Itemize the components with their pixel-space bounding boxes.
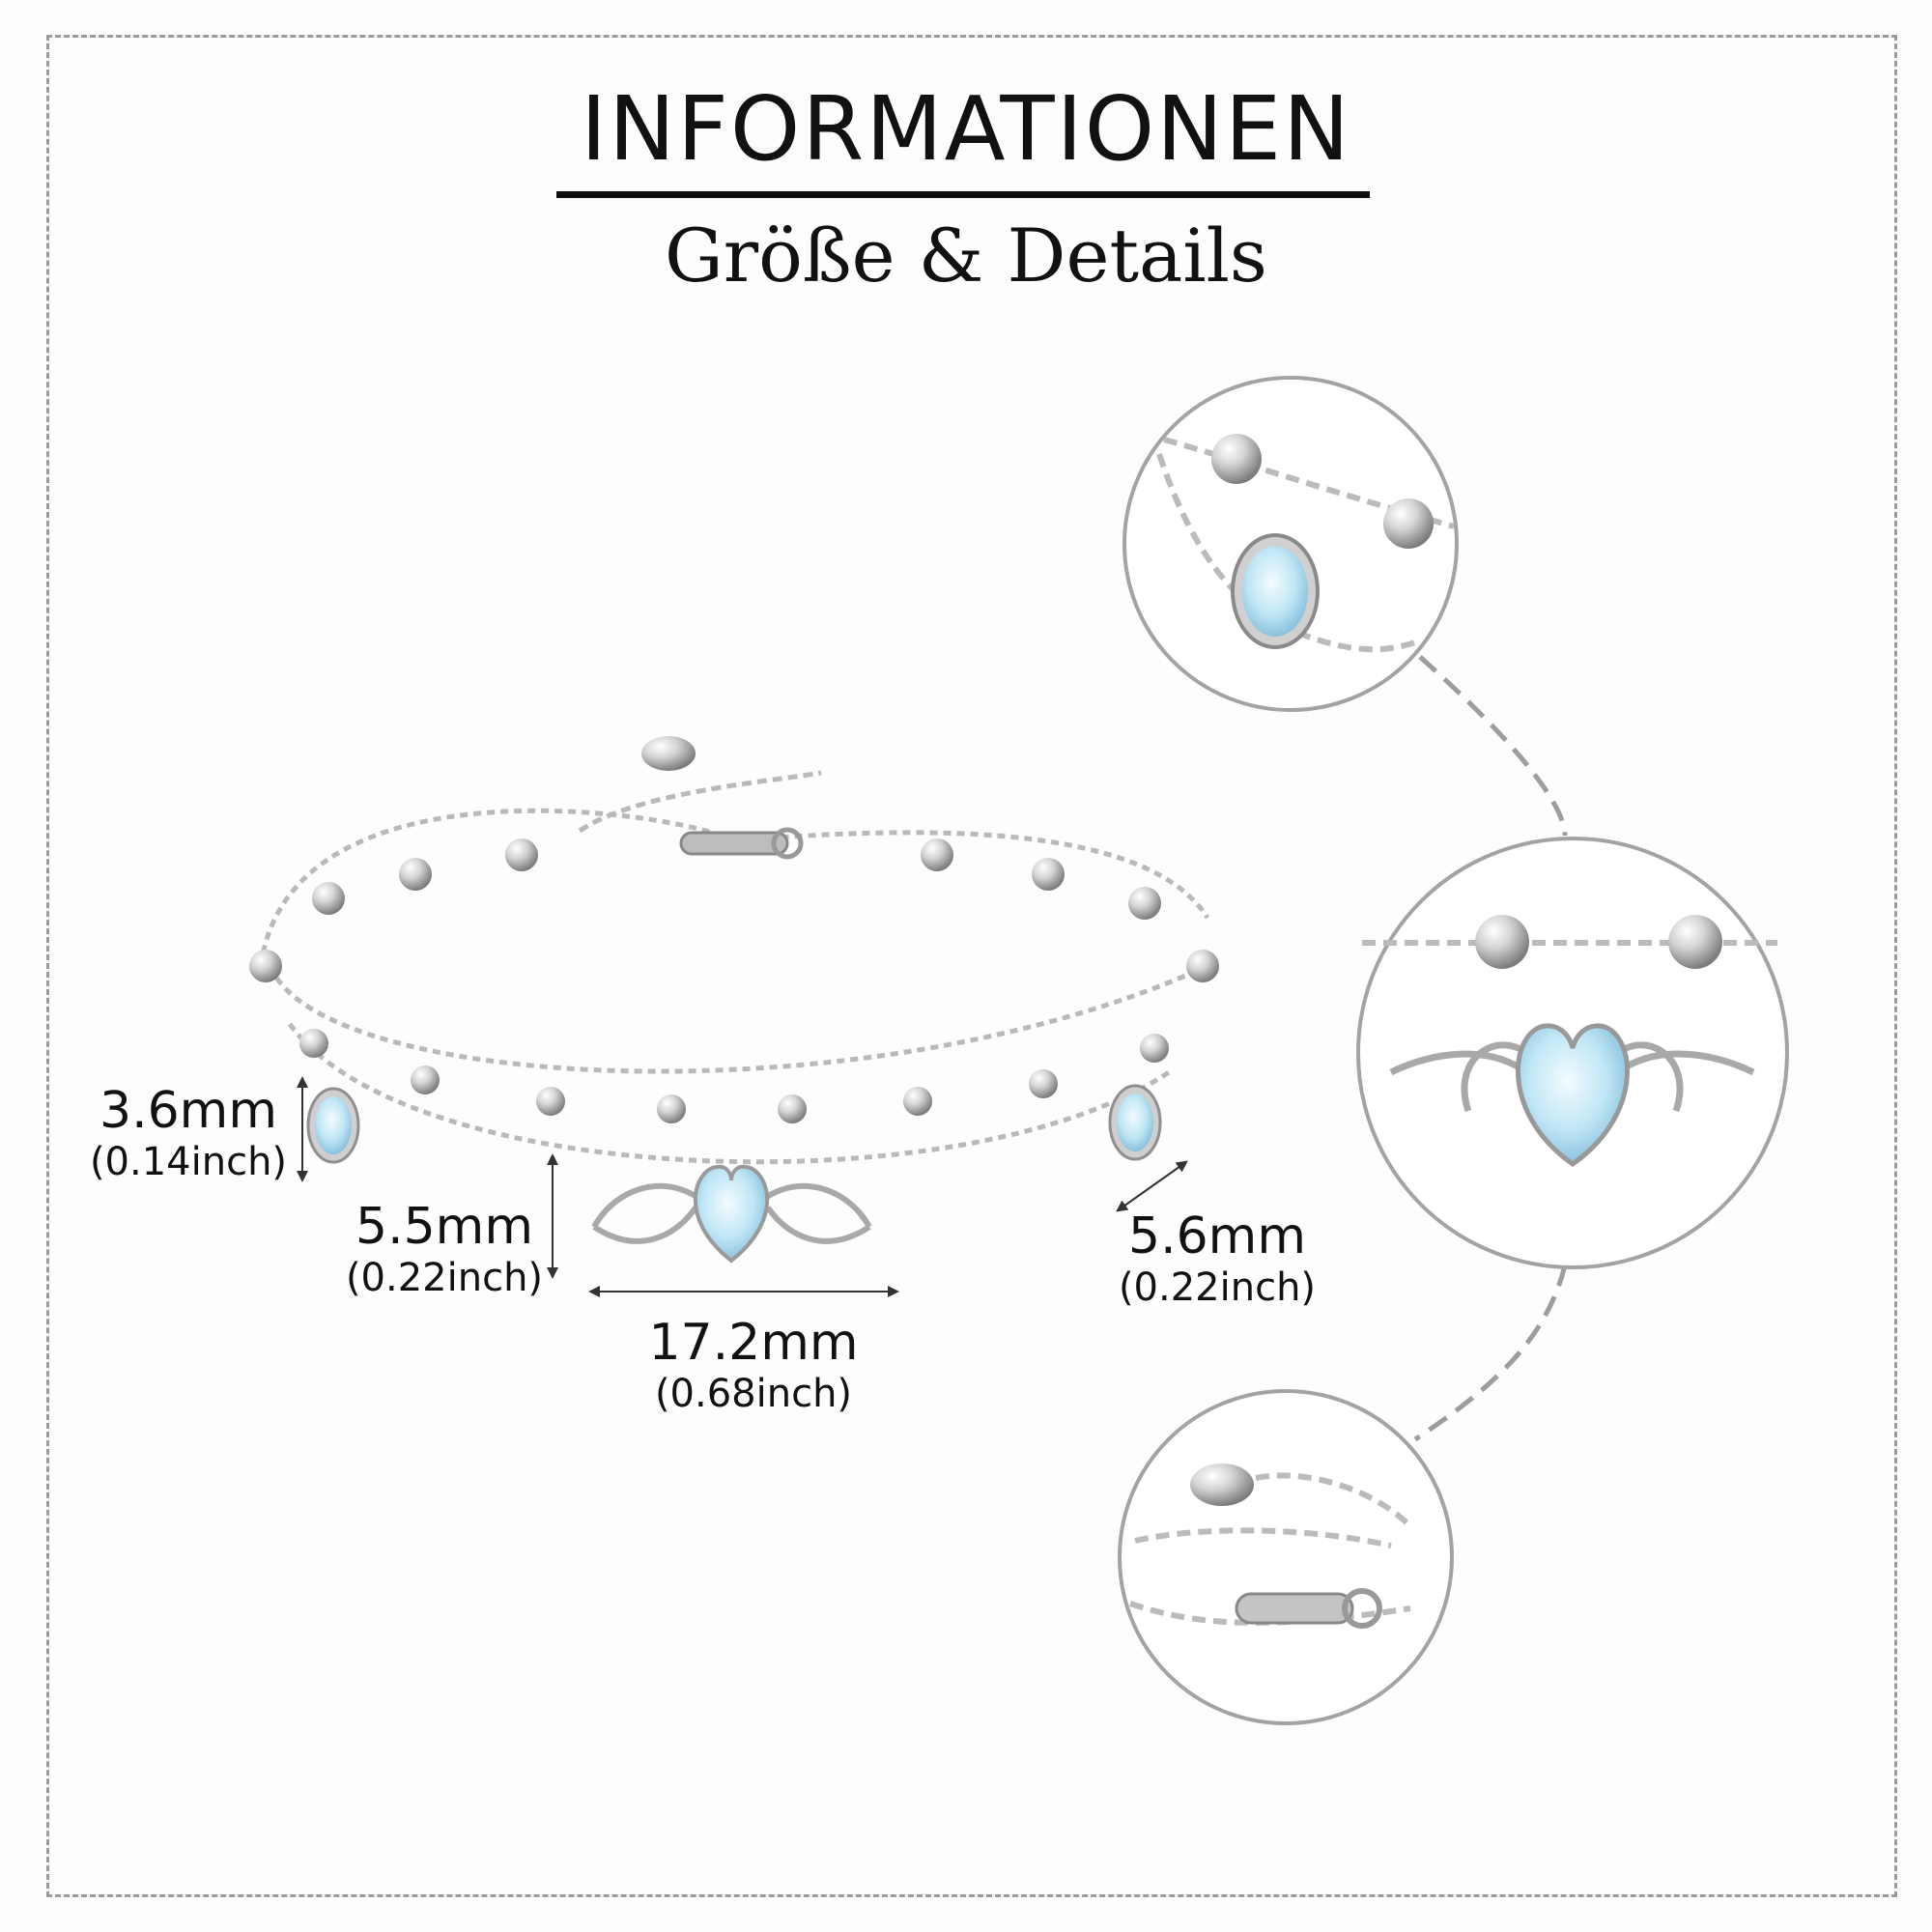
- dimension-inch: (0.22inch): [345, 1256, 544, 1300]
- dashed-frame: [46, 35, 1897, 1897]
- oval-stone-left: [306, 1087, 360, 1164]
- dimension-mm: 17.2mm: [648, 1314, 859, 1372]
- title-divider: [556, 191, 1370, 198]
- dimension-oval-stone: 3.6mm (0.14inch): [87, 1082, 290, 1184]
- page-title: INFORMATIONEN: [581, 77, 1351, 181]
- detail-circle-clasp: [1118, 1389, 1454, 1725]
- page-subtitle: Größe & Details: [665, 213, 1267, 298]
- dimension-mm: 5.6mm: [1127, 1208, 1306, 1265]
- dimension-side-stone: 5.6mm (0.22inch): [1111, 1208, 1323, 1310]
- dimension-inch: (0.22inch): [1118, 1265, 1317, 1310]
- bracelet-beads: [249, 838, 1219, 1123]
- extender-chain: [578, 770, 822, 834]
- chain-middle: [268, 963, 1209, 1074]
- arrow-side-stone: [1116, 1160, 1188, 1212]
- bracelet-main: [258, 770, 1210, 1165]
- dimension-heart-height: 5.5mm (0.22inch): [343, 1198, 546, 1300]
- dimension-heart-width: 17.2mm (0.68inch): [638, 1314, 869, 1416]
- clasp: [641, 736, 804, 860]
- oval-stone-right: [1108, 1084, 1162, 1161]
- detail-circle-heart: [1356, 837, 1789, 1269]
- detail-circle-oval: [1122, 376, 1459, 712]
- chain-lower: [287, 1022, 1171, 1165]
- dimension-mm: 3.6mm: [99, 1082, 277, 1140]
- dimension-mm: 5.5mm: [355, 1198, 533, 1256]
- dimension-inch: (0.68inch): [654, 1372, 853, 1416]
- connector-arc: [1413, 655, 1568, 1442]
- heart-pendant: [591, 1164, 872, 1264]
- dimension-inch: (0.14inch): [89, 1140, 288, 1184]
